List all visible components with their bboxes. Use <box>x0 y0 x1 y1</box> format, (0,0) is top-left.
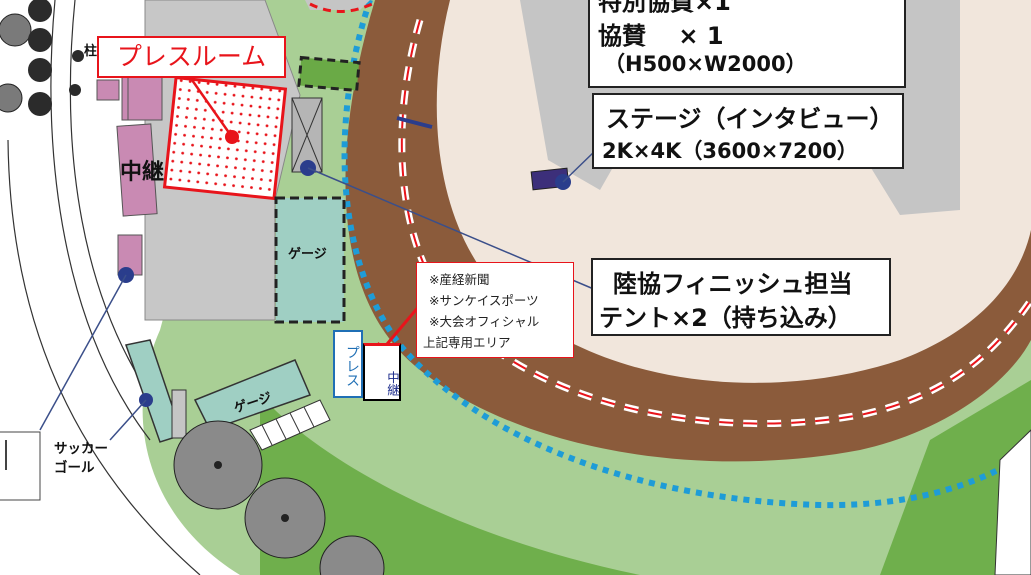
stage-label-box: ステージ（インタビュー） 2K×4K（3600×7200） <box>592 93 904 169</box>
road-curve-1 <box>69 0 161 411</box>
press-area-line-2: ※サンケイスポーツ <box>429 293 539 308</box>
road-curve-3 <box>7 139 201 575</box>
sponsor-line-1: 特別協賛×1 <box>598 0 731 16</box>
press-room-label: プレスルーム <box>97 36 286 78</box>
stage-leader <box>562 149 597 183</box>
finish-tent-line-1: 陸協フィニッシュ担当 <box>613 270 853 298</box>
press-area-label-box: ※産経新聞 ※サンケイスポーツ ※大会オフィシャル 上記専用エリア <box>416 262 574 358</box>
left-leader <box>39 274 127 431</box>
top-gate <box>305 0 370 10</box>
pink-block <box>96 79 120 101</box>
boundary-blue <box>341 0 1031 509</box>
steps <box>249 399 331 451</box>
press-tent-label[interactable]: プレス <box>333 330 363 398</box>
finish-tent-label-box: 陸協フィニッシュ担当 テント×2（持ち込み） <box>591 258 891 336</box>
trees-bottom <box>173 420 385 575</box>
finish-tent-line-2: テント×2（持ち込み） <box>599 304 852 332</box>
soccer-leader <box>109 399 147 441</box>
gauge-zone-lower <box>193 359 312 431</box>
press-room-leader <box>183 69 234 138</box>
soccer-goal-label: サッカー ゴール <box>54 441 108 476</box>
finish-line-marker <box>396 116 433 129</box>
relay-label: 中継 <box>120 160 165 185</box>
edge-label: 柱 <box>84 44 98 59</box>
small-building-cross <box>291 97 323 173</box>
pink-block <box>127 69 163 121</box>
green-zone <box>297 55 361 93</box>
sponsor-line-2: 協賛 × 1 <box>598 22 724 50</box>
right-edge-shape <box>994 429 1031 575</box>
left-bracket-box <box>0 431 41 501</box>
stage-title: ステージ（インタビュー） <box>606 105 894 133</box>
press-room-marker <box>225 130 239 144</box>
stage-size: 2K×4K（3600×7200） <box>602 139 858 163</box>
sponsor-label-box: 特別協賛×1 協賛 × 1 （H500×W2000） <box>588 0 906 88</box>
post <box>171 389 187 439</box>
grass-dark-right <box>880 380 1031 575</box>
top-gate-line <box>309 2 373 13</box>
gauge-zone-upper <box>274 196 346 324</box>
pink-block <box>116 123 158 217</box>
press-area-line-1: ※産経新聞 <box>429 272 490 287</box>
trees-left <box>0 0 84 116</box>
grass-dark-lower <box>260 395 640 575</box>
press-area-line-3: ※大会オフィシャル <box>429 314 540 329</box>
relay-tent-label[interactable]: 中継 <box>363 343 401 401</box>
lane-line-red <box>400 19 1031 425</box>
press-area-line-4: 上記専用エリア <box>423 335 511 350</box>
gauge-label-upper: ゲージ <box>288 247 327 262</box>
press-area-arrow <box>380 304 422 351</box>
sponsor-line-3: （H500×W2000） <box>604 52 807 76</box>
press-room-area[interactable] <box>162 75 288 201</box>
